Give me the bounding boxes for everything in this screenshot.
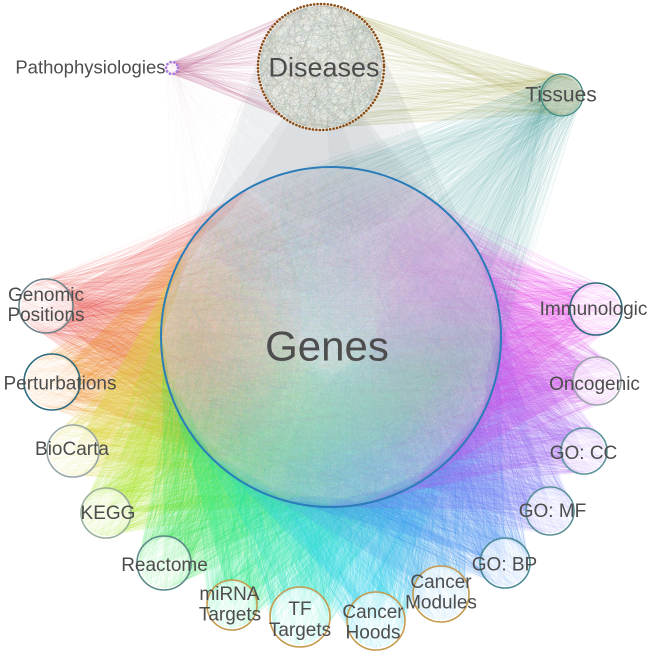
svg-text:Reactome: Reactome [121, 555, 208, 576]
svg-text:GO: BP: GO: BP [472, 555, 537, 576]
svg-text:Immunologic: Immunologic [540, 299, 648, 320]
svg-text:Modules: Modules [405, 593, 477, 614]
svg-text:Tissues: Tissues [525, 84, 597, 107]
svg-text:miRNA: miRNA [199, 584, 259, 605]
svg-text:Targets: Targets [199, 605, 261, 626]
svg-text:Genes: Genes [265, 323, 389, 370]
svg-text:TF: TF [288, 599, 311, 620]
svg-text:Genomic: Genomic [8, 285, 84, 306]
svg-text:Cancer: Cancer [342, 602, 404, 623]
svg-text:GO: MF: GO: MF [519, 501, 587, 522]
svg-text:Pathophysiologies: Pathophysiologies [15, 56, 165, 77]
svg-text:GO: CC: GO: CC [550, 443, 618, 464]
svg-text:Cancer: Cancer [410, 572, 472, 593]
svg-text:BioCarta: BioCarta [35, 439, 109, 460]
svg-text:KEGG: KEGG [81, 503, 136, 524]
svg-text:Oncogenic: Oncogenic [549, 374, 640, 395]
svg-text:Diseases: Diseases [268, 53, 379, 83]
svg-text:Perturbations: Perturbations [3, 374, 116, 395]
svg-text:Hoods: Hoods [346, 623, 401, 644]
svg-text:Positions: Positions [7, 305, 84, 326]
svg-text:Targets: Targets [269, 620, 331, 641]
